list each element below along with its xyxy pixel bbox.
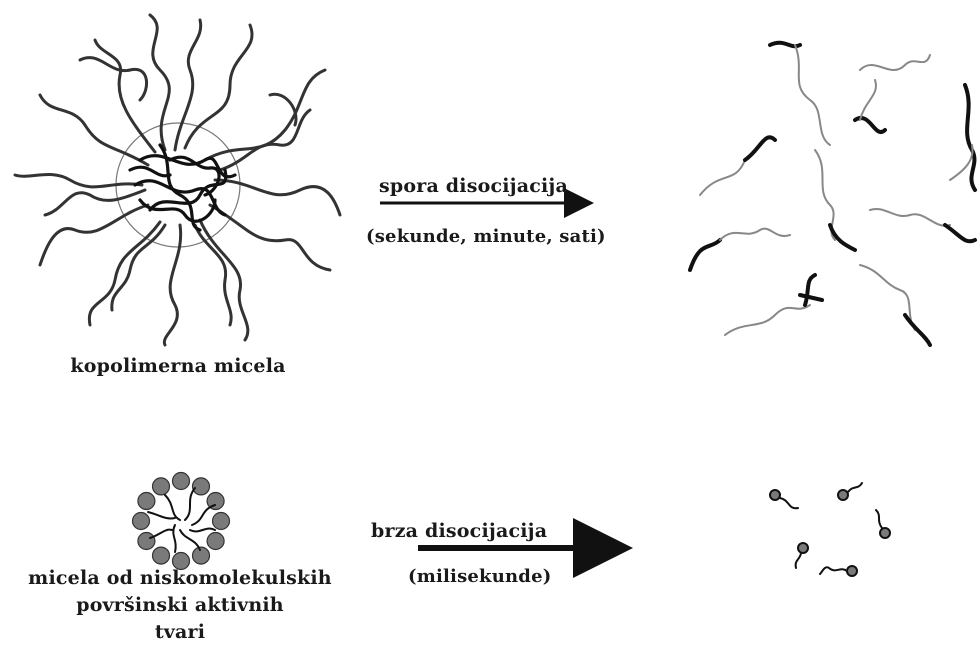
micelle-corona-chains bbox=[15, 15, 340, 345]
slow-dissociation-timescale: (sekunde, minute, sati) bbox=[366, 226, 606, 247]
headgroup-bead bbox=[173, 473, 190, 490]
fast-dissociation-label: brza disocijacija bbox=[371, 520, 547, 542]
headgroup-bead bbox=[138, 533, 155, 550]
surfactant-caption-line2: površinski aktivnih bbox=[76, 594, 284, 616]
headgroup-bead bbox=[133, 513, 150, 530]
headgroup-bead bbox=[153, 478, 170, 495]
headgroup-bead bbox=[207, 533, 224, 550]
surfactant-caption-line3: tvari bbox=[155, 621, 205, 643]
headgroup-bead bbox=[213, 513, 230, 530]
copolymer-micelle-caption: kopolimerna micela bbox=[70, 355, 285, 377]
headgroup-bead bbox=[193, 478, 210, 495]
headgroup-beads bbox=[133, 473, 230, 570]
surfactant-tails bbox=[148, 488, 215, 552]
dispersed-copolymer-chains bbox=[690, 43, 975, 345]
headgroup-bead bbox=[153, 547, 170, 564]
copolymer-micelle bbox=[15, 15, 340, 345]
dispersed-surfactant-molecules bbox=[770, 483, 890, 576]
headgroup-bead bbox=[193, 547, 210, 564]
fast-dissociation-timescale: (milisekunde) bbox=[408, 566, 551, 587]
slow-dissociation-label: spora disocijacija bbox=[379, 175, 568, 197]
surfactant-caption-line1: micela od niskomolekulskih bbox=[28, 567, 332, 589]
surfactant-micelle bbox=[133, 473, 230, 570]
headgroup-bead bbox=[138, 493, 155, 510]
micelle-core-chains bbox=[130, 145, 235, 230]
